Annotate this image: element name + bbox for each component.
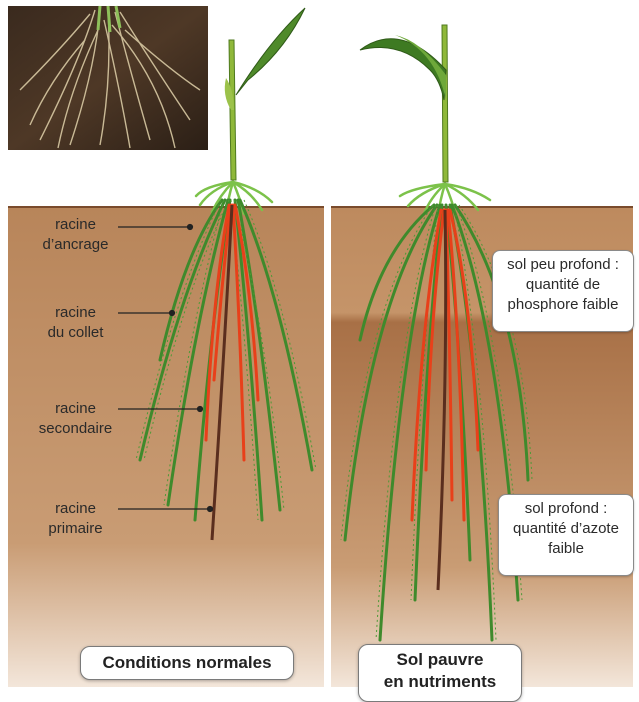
annotation-deep-line3: faible	[499, 539, 633, 559]
caption-poor-line2: en nutriments	[359, 671, 521, 693]
annotation-deep-soil: sol profond : quantité d’azote faible	[498, 494, 634, 576]
label-crown-root: racine du collet	[28, 303, 123, 343]
label-crown-root-line2: du collet	[28, 323, 123, 343]
annotation-deep-line2: quantité d’azote	[499, 519, 633, 539]
annotation-shallow-line1: sol peu profond :	[493, 255, 633, 275]
label-secondary-root-line1: racine	[28, 399, 123, 419]
caption-poor-soil: Sol pauvre en nutriments	[358, 644, 522, 702]
label-anchor-root: racine d’ancrage	[28, 215, 123, 255]
label-secondary-root-line2: secondaire	[28, 419, 123, 439]
label-primary-root-line2: primaire	[28, 519, 123, 539]
label-crown-root-line1: racine	[28, 303, 123, 323]
caption-poor-line1: Sol pauvre	[359, 649, 521, 671]
caption-normal-text: Conditions normales	[102, 653, 271, 672]
annotation-shallow-line3: phosphore faible	[493, 295, 633, 315]
label-primary-root-line1: racine	[28, 499, 123, 519]
label-anchor-root-line1: racine	[28, 215, 123, 235]
label-primary-root: racine primaire	[28, 499, 123, 539]
label-secondary-root: racine secondaire	[28, 399, 123, 439]
label-anchor-root-line2: d’ancrage	[28, 235, 123, 255]
annotation-deep-line1: sol profond :	[499, 499, 633, 519]
annotation-shallow-soil: sol peu profond : quantité de phosphore …	[492, 250, 634, 332]
root-photo	[8, 6, 208, 150]
annotation-shallow-line2: quantité de	[493, 275, 633, 295]
caption-normal-conditions: Conditions normales	[80, 646, 294, 680]
